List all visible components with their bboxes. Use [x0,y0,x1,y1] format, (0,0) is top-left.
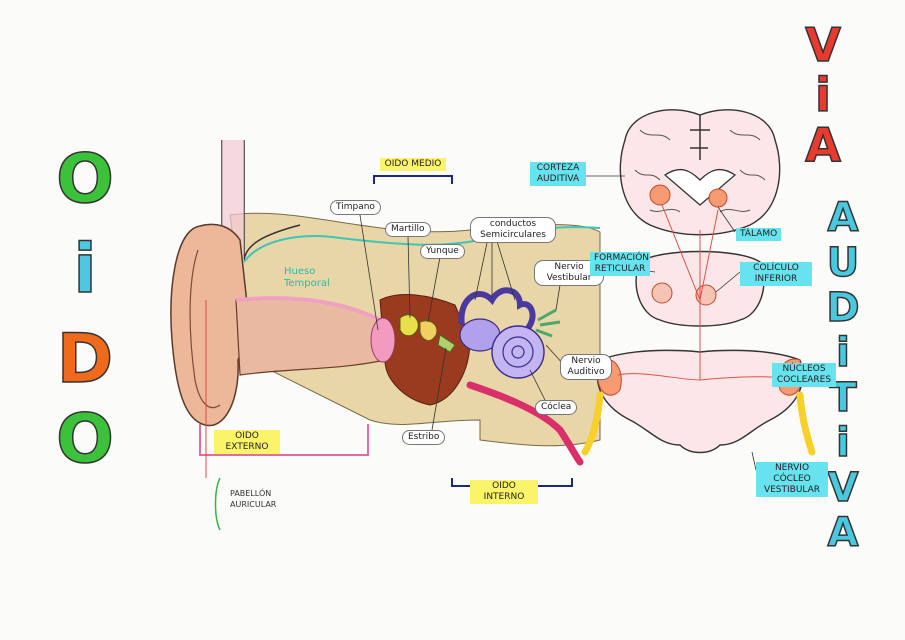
oido-letter-2: i [73,229,98,310]
yunque-label: Yunque [420,244,465,259]
via-letter-2: i [814,67,831,123]
coliculo-label: COLÍCULO INFERIOR [740,262,812,286]
pabellon-bracket [214,477,221,531]
canal-pink [235,296,381,322]
conductos-line-3 [495,237,516,301]
cerebrum-fissure [690,115,710,160]
cochlea-core [511,345,525,359]
nervio-vest-line [555,284,561,311]
cochlear-nerve-left [581,391,604,456]
nucleos-label: NÚCLEOS COCLEARES [772,363,836,387]
oido-letter-1: O [55,139,114,220]
hammer [399,314,419,337]
formacion-label: FORMACIÓN RETICULAR [590,252,650,276]
cochlea [491,325,545,379]
via-letter-3: A [804,117,841,173]
colliculus-right [695,284,717,306]
talamo-leader [717,206,736,233]
coclea-line [529,369,546,401]
via-letter-1: V [804,17,841,73]
tympanum [370,317,396,363]
pinna-inner [189,249,221,409]
ventricles [663,168,737,206]
oido-interno-label: OIDO INTERNO [470,480,538,504]
timpano-label: Timpano [330,200,381,215]
vestibular-nerve [535,308,561,338]
cochlear-nerve-right [796,391,816,456]
pabellon-label: PABELLÓN AURICULAR [230,489,277,509]
estribo-line [431,347,447,431]
anvil [419,320,438,342]
coliculo-leader [715,271,741,293]
pinna [170,223,251,427]
oido-externo-bracket [199,424,369,456]
cerebrum-gyri [634,129,766,213]
nervio-coclear-leader [751,451,757,471]
semicircular-canals [458,287,536,330]
oido-medio-label: OIDO MEDIO [380,158,446,171]
corteza-label: CORTEZA AUDITIVA [530,162,586,186]
pathway-lines [617,204,781,381]
nervio-auditivo-label: Nervio Auditivo [560,354,612,380]
oido-letter-4: O [55,399,114,480]
auditiva-letter-8: A [827,509,859,557]
thalamus-right [708,188,728,208]
martillo-line [407,235,411,319]
martillo-label: Martillo [385,222,431,237]
auditiva-letter-3: D [826,284,861,332]
nervio-coclear-label: NERVIO CÓCLEO VESTIBULAR [756,462,828,497]
thalamus-left [649,184,671,206]
estribo-label: Estribo [402,430,446,445]
hueso-temporal-label: Hueso Temporal [284,266,330,289]
oido-medio-bracket [373,175,453,184]
yunque-line [427,256,441,323]
auditiva-letter-4: i [835,329,850,377]
eustachian-tube [466,381,584,466]
talamo-label: TÁLAMO [736,228,782,241]
coclea-label: Cóclea [535,400,578,415]
auditiva-letter-6: i [835,419,850,467]
stirrup [437,334,456,353]
auditiva-letter-7: V [827,464,859,512]
conductos-line-1 [474,237,489,301]
colliculus-left [651,282,673,304]
oido-letter-3: D [56,319,114,400]
auditiva-letter-1: A [827,194,859,242]
auditiva-letter-2: U [826,239,860,287]
oido-externo-label: OIDO EXTERNO [214,430,280,454]
conductos-label: conductos Semicirculares [470,217,556,243]
cochlea-spiral [502,336,534,368]
timpano-line [359,214,379,331]
